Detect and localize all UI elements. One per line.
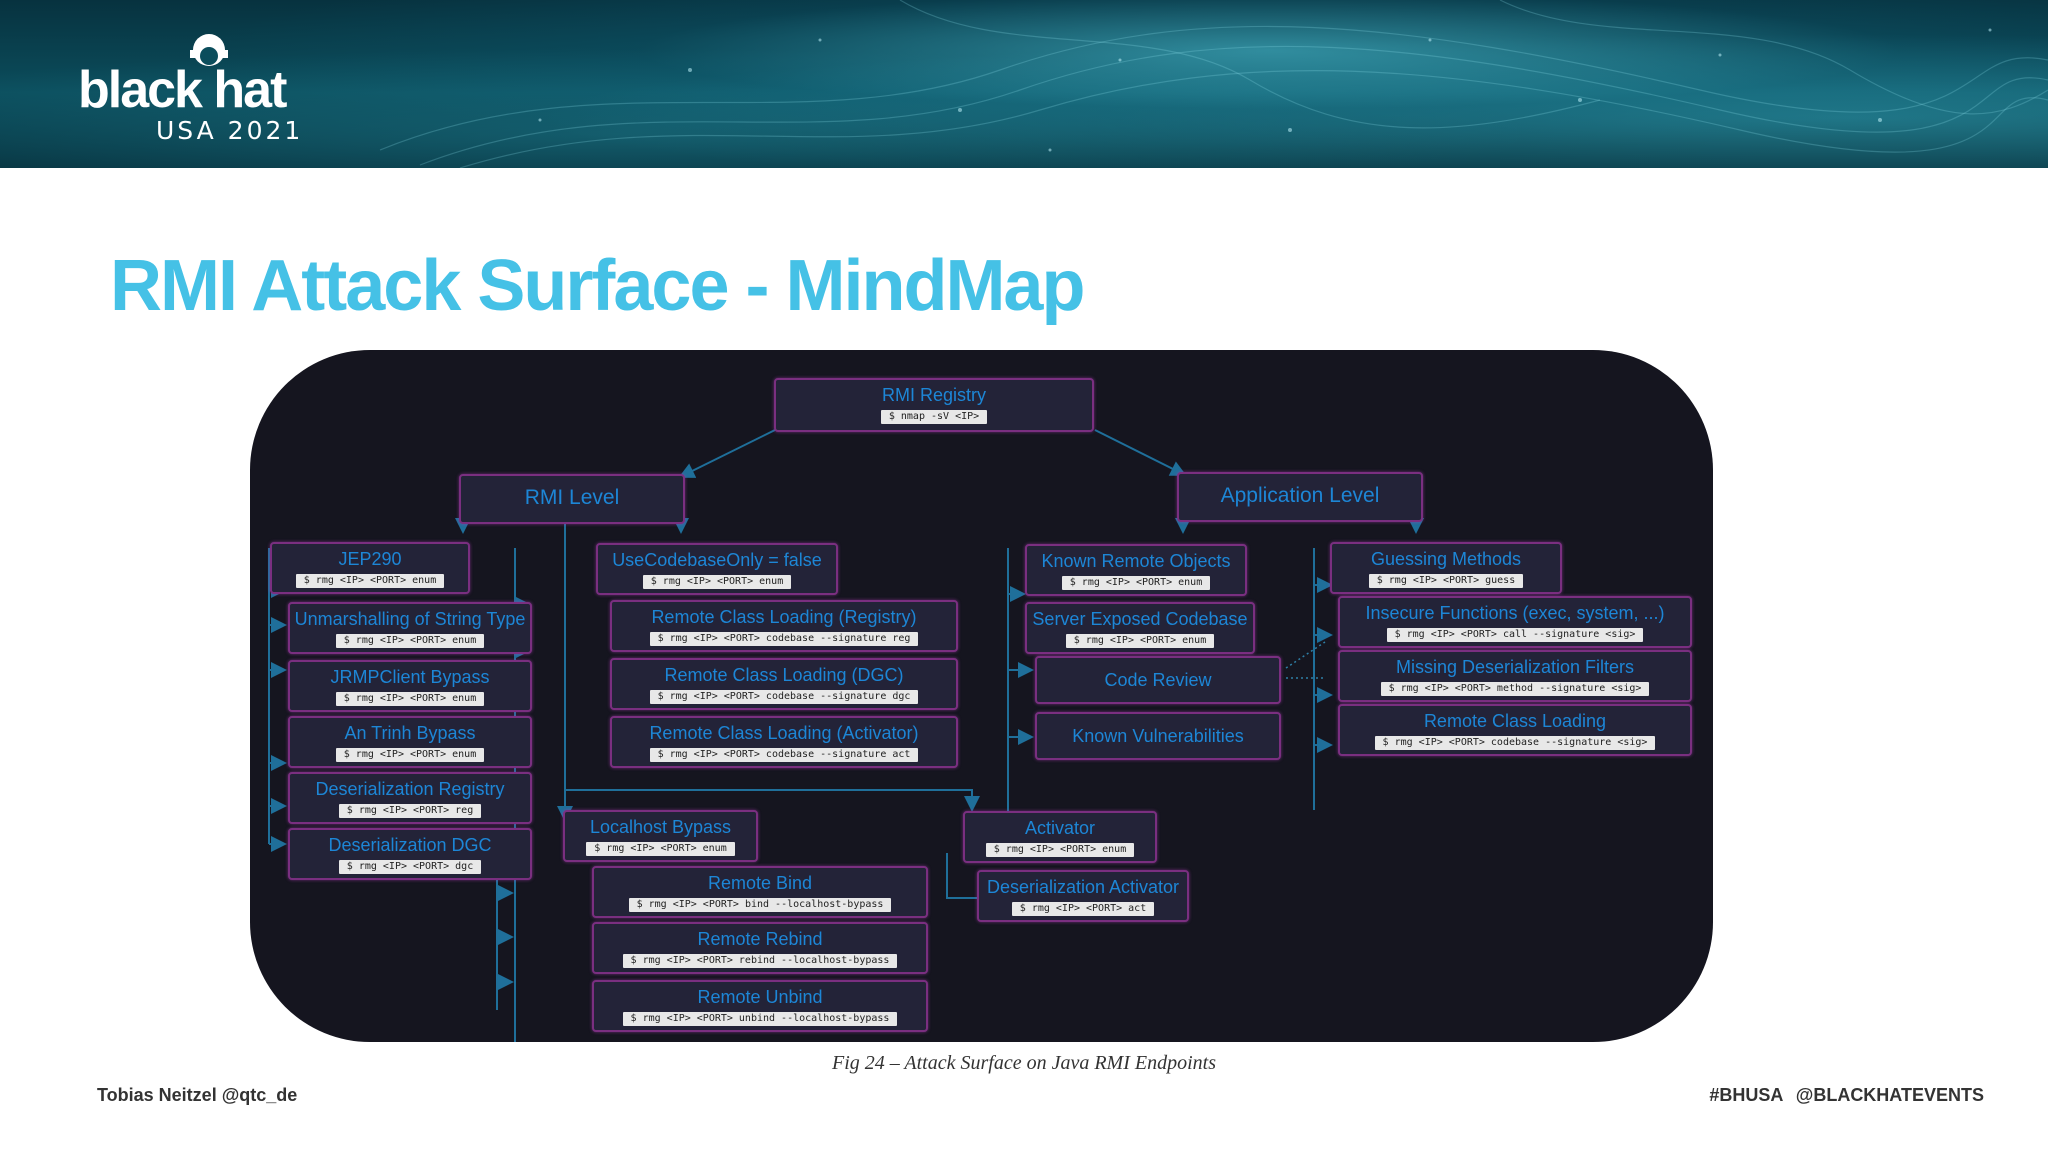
node-command: $ rmg <IP> <PORT> codebase --signature r… xyxy=(649,632,919,646)
node-label: Remote Rebind xyxy=(697,929,823,949)
node-label: Guessing Methods xyxy=(1370,549,1522,569)
wave-pattern xyxy=(379,0,2048,168)
node-command: $ rmg <IP> <PORT> reg xyxy=(338,804,482,818)
node-command: $ rmg <IP> <PORT> dgc xyxy=(338,860,482,874)
figure-caption: Fig 24 – Attack Surface on Java RMI Endp… xyxy=(832,1052,1216,1074)
node-label: Deserialization DGC xyxy=(328,835,492,855)
node-label: Application Level xyxy=(1220,484,1380,507)
node-known-vulnerabilities: Known Vulnerabilities xyxy=(1035,712,1281,760)
node-label: Unmarshalling of String Type xyxy=(294,609,526,629)
header-banner: black hat USA 2021 xyxy=(0,0,2048,168)
node-command: $ rmg <IP> <PORT> enum xyxy=(1061,576,1211,590)
node-command: $ rmg <IP> <PORT> bind --localhost-bypas… xyxy=(628,898,892,912)
node-remote-unbind: Remote Unbind $ rmg <IP> <PORT> unbind -… xyxy=(592,980,928,1032)
node-label: RMI Level xyxy=(524,486,620,509)
node-application-level: Application Level xyxy=(1177,472,1423,522)
node-code-review: Code Review xyxy=(1035,656,1281,704)
node-known-remote-objects: Known Remote Objects $ rmg <IP> <PORT> e… xyxy=(1025,544,1247,596)
event-edition: USA 2021 xyxy=(156,116,304,145)
node-rcl-registry: Remote Class Loading (Registry) $ rmg <I… xyxy=(610,600,958,652)
node-label: Known Remote Objects xyxy=(1041,551,1231,571)
node-activator: Activator $ rmg <IP> <PORT> enum xyxy=(963,811,1157,863)
node-label: Remote Class Loading (DGC) xyxy=(664,665,904,685)
slide-title: RMI Attack Surface - MindMap xyxy=(110,246,1085,326)
node-command: $ rmg <IP> <PORT> enum xyxy=(295,574,445,588)
node-command: $ nmap -sV <IP> xyxy=(880,410,988,424)
node-label: Known Vulnerabilities xyxy=(1072,726,1244,746)
node-server-exposed-codebase: Server Exposed Codebase $ rmg <IP> <PORT… xyxy=(1025,602,1255,654)
node-command: $ rmg <IP> <PORT> enum xyxy=(335,692,485,706)
node-label: Insecure Functions (exec, system, ...) xyxy=(1365,603,1665,623)
node-label: Localhost Bypass xyxy=(589,817,732,837)
node-label: Deserialization Registry xyxy=(315,779,505,799)
node-usecodebaseonly: UseCodebaseOnly = false $ rmg <IP> <PORT… xyxy=(596,543,838,595)
node-command: $ rmg <IP> <PORT> call --signature <sig> xyxy=(1386,628,1644,642)
node-deserialization-registry: Deserialization Registry $ rmg <IP> <POR… xyxy=(288,772,532,824)
black-hat-logo: black hat USA 2021 xyxy=(78,28,348,143)
node-command: $ rmg <IP> <PORT> rebind --localhost-byp… xyxy=(622,954,898,968)
node-command: $ rmg <IP> <PORT> codebase --signature <… xyxy=(1374,736,1656,750)
node-label: Remote Class Loading (Registry) xyxy=(651,607,917,627)
node-command: $ rmg <IP> <PORT> codebase --signature a… xyxy=(649,748,919,762)
footer-tags: #BHUSA @BLACKHATEVENTS xyxy=(1709,1085,1984,1105)
node-remote-bind: Remote Bind $ rmg <IP> <PORT> bind --loc… xyxy=(592,866,928,918)
node-unmarshalling-string: Unmarshalling of String Type $ rmg <IP> … xyxy=(288,602,532,654)
node-rmi-level: RMI Level xyxy=(459,474,685,524)
node-label: Code Review xyxy=(1104,670,1212,690)
node-rcl-activator: Remote Class Loading (Activator) $ rmg <… xyxy=(610,716,958,768)
node-jep290: JEP290 $ rmg <IP> <PORT> enum xyxy=(270,542,470,594)
node-app-remote-class-loading: Remote Class Loading $ rmg <IP> <PORT> c… xyxy=(1338,704,1692,756)
brand-name: black hat xyxy=(78,61,287,119)
node-label: Remote Class Loading (Activator) xyxy=(649,723,919,743)
node-rmi-registry: RMI Registry $ nmap -sV <IP> xyxy=(774,378,1094,432)
node-command: $ rmg <IP> <PORT> enum xyxy=(335,748,485,762)
node-label: UseCodebaseOnly = false xyxy=(612,550,822,570)
node-label: An Trinh Bypass xyxy=(344,723,476,743)
hat-icon xyxy=(190,34,228,66)
node-label: RMI Registry xyxy=(881,385,986,405)
node-command: $ rmg <IP> <PORT> enum xyxy=(1065,634,1215,648)
node-label: Remote Unbind xyxy=(697,987,823,1007)
node-guessing-methods: Guessing Methods $ rmg <IP> <PORT> guess xyxy=(1330,542,1562,594)
node-localhost-bypass: Localhost Bypass $ rmg <IP> <PORT> enum xyxy=(563,810,758,862)
node-missing-deserialization-filters: Missing Deserialization Filters $ rmg <I… xyxy=(1338,650,1692,702)
node-rcl-dgc: Remote Class Loading (DGC) $ rmg <IP> <P… xyxy=(610,658,958,710)
node-label: Deserialization Activator xyxy=(986,877,1180,897)
node-jrmpclient-bypass: JRMPClient Bypass $ rmg <IP> <PORT> enum xyxy=(288,660,532,712)
node-command: $ rmg <IP> <PORT> enum xyxy=(642,575,792,589)
node-label: JEP290 xyxy=(338,549,402,569)
mindmap-panel: RMI Registry $ nmap -sV <IP> RMI Level A… xyxy=(250,350,1713,1042)
node-deserialization-activator: Deserialization Activator $ rmg <IP> <PO… xyxy=(977,870,1189,922)
node-command: $ rmg <IP> <PORT> enum xyxy=(985,843,1135,857)
node-label: Missing Deserialization Filters xyxy=(1395,657,1635,677)
node-label: Remote Class Loading xyxy=(1423,711,1607,731)
node-remote-rebind: Remote Rebind $ rmg <IP> <PORT> rebind -… xyxy=(592,922,928,974)
node-command: $ rmg <IP> <PORT> enum xyxy=(586,842,735,856)
node-command: $ rmg <IP> <PORT> act xyxy=(1011,902,1155,916)
node-an-trinh-bypass: An Trinh Bypass $ rmg <IP> <PORT> enum xyxy=(288,716,532,768)
node-label: JRMPClient Bypass xyxy=(330,667,490,687)
node-command: $ rmg <IP> <PORT> guess xyxy=(1368,574,1524,588)
node-command: $ rmg <IP> <PORT> enum xyxy=(335,634,485,648)
node-insecure-functions: Insecure Functions (exec, system, ...) $… xyxy=(1338,596,1692,648)
node-deserialization-dgc: Deserialization DGC $ rmg <IP> <PORT> dg… xyxy=(288,828,532,880)
node-label: Activator xyxy=(1024,818,1096,838)
node-label: Remote Bind xyxy=(707,873,813,893)
node-label: Server Exposed Codebase xyxy=(1032,609,1248,629)
node-command: $ rmg <IP> <PORT> codebase --signature d… xyxy=(649,690,919,704)
node-command: $ rmg <IP> <PORT> method --signature <si… xyxy=(1380,682,1650,696)
footer-author: Tobias Neitzel @qtc_de xyxy=(97,1085,298,1105)
node-command: $ rmg <IP> <PORT> unbind --localhost-byp… xyxy=(622,1012,898,1026)
